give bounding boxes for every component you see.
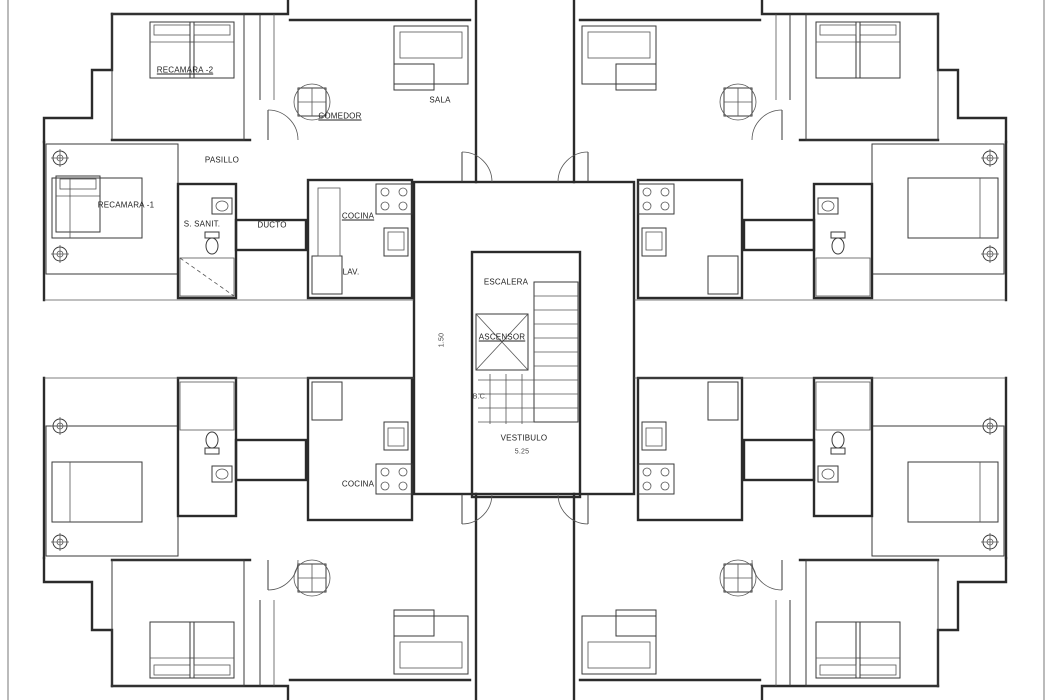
label-vestibulo: VESTIBULO bbox=[500, 433, 548, 443]
elevator-shaft bbox=[475, 313, 529, 371]
label-recamara-1: RECAMARA -1 bbox=[97, 200, 155, 210]
stair-flights bbox=[478, 281, 579, 424]
label-sala: SALA bbox=[429, 95, 451, 105]
unit-top-right bbox=[557, 0, 1008, 302]
label-escalera: ESCALERA bbox=[483, 277, 529, 287]
label-s-sanit: S. SANIT. bbox=[183, 219, 221, 229]
label-level-bc: B.C. bbox=[472, 393, 488, 401]
label-cocina-bottom: COCINA bbox=[341, 479, 375, 489]
label-lav: LAV. bbox=[342, 267, 360, 277]
label-cocina: COCINA bbox=[341, 211, 375, 221]
unit-bottom-right bbox=[557, 376, 1008, 700]
label-pasillo: PASILLO bbox=[204, 155, 240, 165]
core-lobby bbox=[412, 180, 636, 499]
label-recamara-2: RECAMARA -2 bbox=[156, 65, 214, 75]
corridors bbox=[474, 0, 576, 700]
label-ducto: DUCTO bbox=[257, 220, 287, 230]
unit-bottom-left bbox=[42, 376, 493, 700]
label-comedor: COMEDOR bbox=[318, 111, 362, 121]
label-ascensor: ASCENSOR bbox=[478, 332, 526, 342]
unit-top-left bbox=[42, 0, 493, 302]
label-dimension-vertical: 1.50 bbox=[438, 332, 446, 348]
label-dimension-horizontal: 5.25 bbox=[514, 448, 530, 456]
